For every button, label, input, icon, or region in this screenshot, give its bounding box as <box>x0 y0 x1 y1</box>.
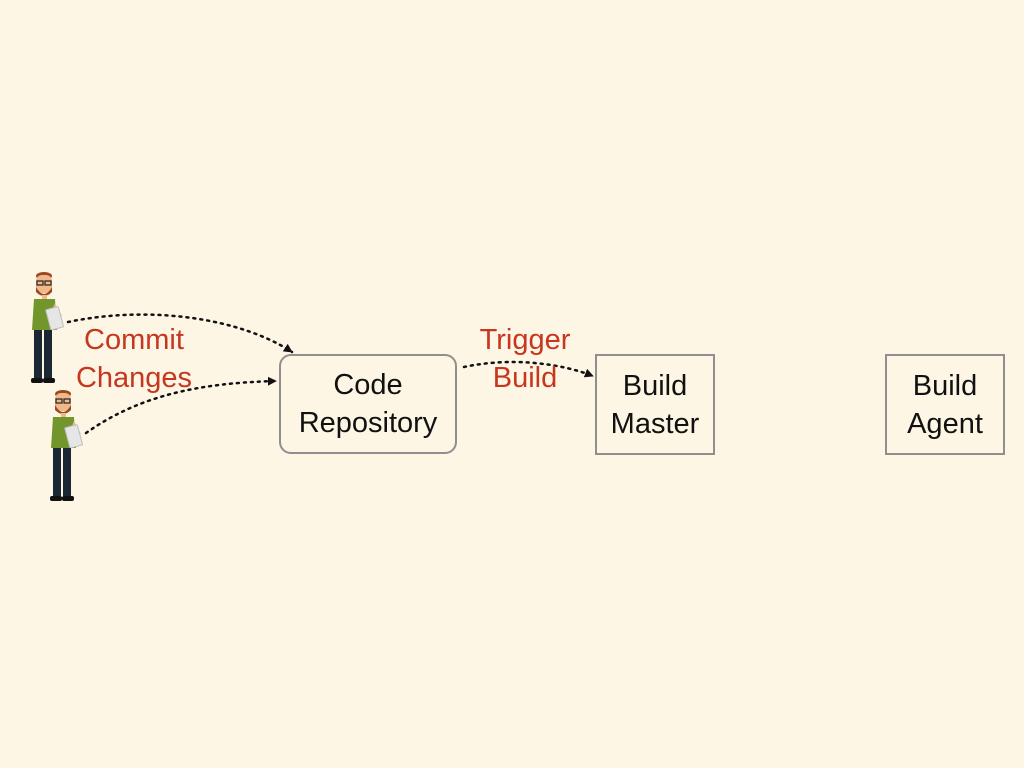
build-agent-line1: Build <box>912 369 978 402</box>
trigger-build-label-line2: Build <box>492 362 558 394</box>
commit-changes-label-line1: Commit <box>84 324 184 356</box>
commit-changes-label: Commit Changes <box>64 321 204 397</box>
code-repository-line2: Repository <box>298 407 438 439</box>
commit-arrow-bottom <box>84 376 278 435</box>
build-master-line2: Master <box>610 407 700 440</box>
trigger-build-arrow <box>462 360 595 378</box>
developer-icon <box>31 272 64 383</box>
trigger-build-label: Trigger Build <box>465 321 585 397</box>
build-agent-node: Build Agent <box>885 354 1005 455</box>
build-master-node: Build Master <box>595 354 715 455</box>
code-repository-line1: Code <box>333 369 403 401</box>
build-master-line1: Build <box>622 369 688 402</box>
trigger-build-label-line1: Trigger <box>479 324 571 356</box>
commit-changes-label-line2: Changes <box>75 362 193 394</box>
build-agent-line2: Agent <box>907 407 983 440</box>
code-repository-node: Code Repository <box>279 354 457 454</box>
developer-icon <box>50 390 83 501</box>
